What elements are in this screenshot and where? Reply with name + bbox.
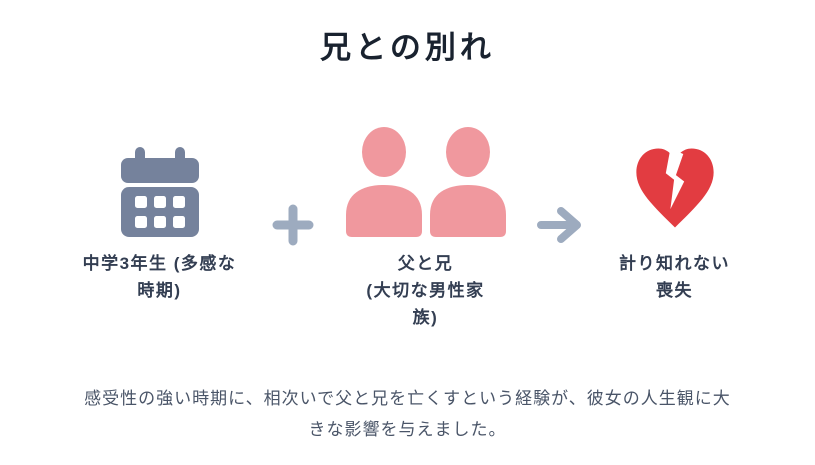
step-label-line: (大切な男性家 <box>366 281 485 300</box>
plus-icon <box>271 203 315 252</box>
caption: 感受性の強い時期に、相次いで父と兄を亡くすという経験が、彼女の人生観に大 きな影… <box>0 383 815 445</box>
calendar-icon-box <box>120 117 199 237</box>
page-title: 兄との別れ <box>320 30 495 65</box>
caption-line: きな影響を与えました。 <box>308 420 507 439</box>
broken-heart-icon-box <box>629 117 721 237</box>
step-label-line: 父と兄 <box>397 254 454 273</box>
step-label: 計り知れない 喪失 <box>619 250 730 304</box>
diagram: 中学3年生 (多感な 時期) <box>0 117 815 331</box>
people-icon <box>345 127 506 237</box>
step-label: 中学3年生 (多感な 時期) <box>83 250 237 304</box>
step-family: 父と兄 (大切な男性家 族) <box>331 117 521 331</box>
calendar-icon <box>120 147 199 237</box>
step-time-period: 中学3年生 (多感な 時期) <box>65 117 255 304</box>
step-label-line: 中学3年生 (多感な <box>82 254 237 273</box>
broken-heart-icon <box>635 148 714 228</box>
step-loss: 計り知れない 喪失 <box>599 117 751 304</box>
step-label-line: 時期) <box>137 281 182 300</box>
caption-line: 感受性の強い時期に、相次いで父と兄を亡くすという経験が、彼女の人生観に大 <box>84 389 731 408</box>
people-icon-box <box>345 117 506 237</box>
step-label-line: 喪失 <box>656 281 693 300</box>
step-label: 父と兄 (大切な男性家 族) <box>366 250 484 331</box>
step-label-line: 計り知れない <box>619 254 730 273</box>
step-label-line: 族) <box>412 308 439 327</box>
arrow-right-icon <box>536 207 583 248</box>
